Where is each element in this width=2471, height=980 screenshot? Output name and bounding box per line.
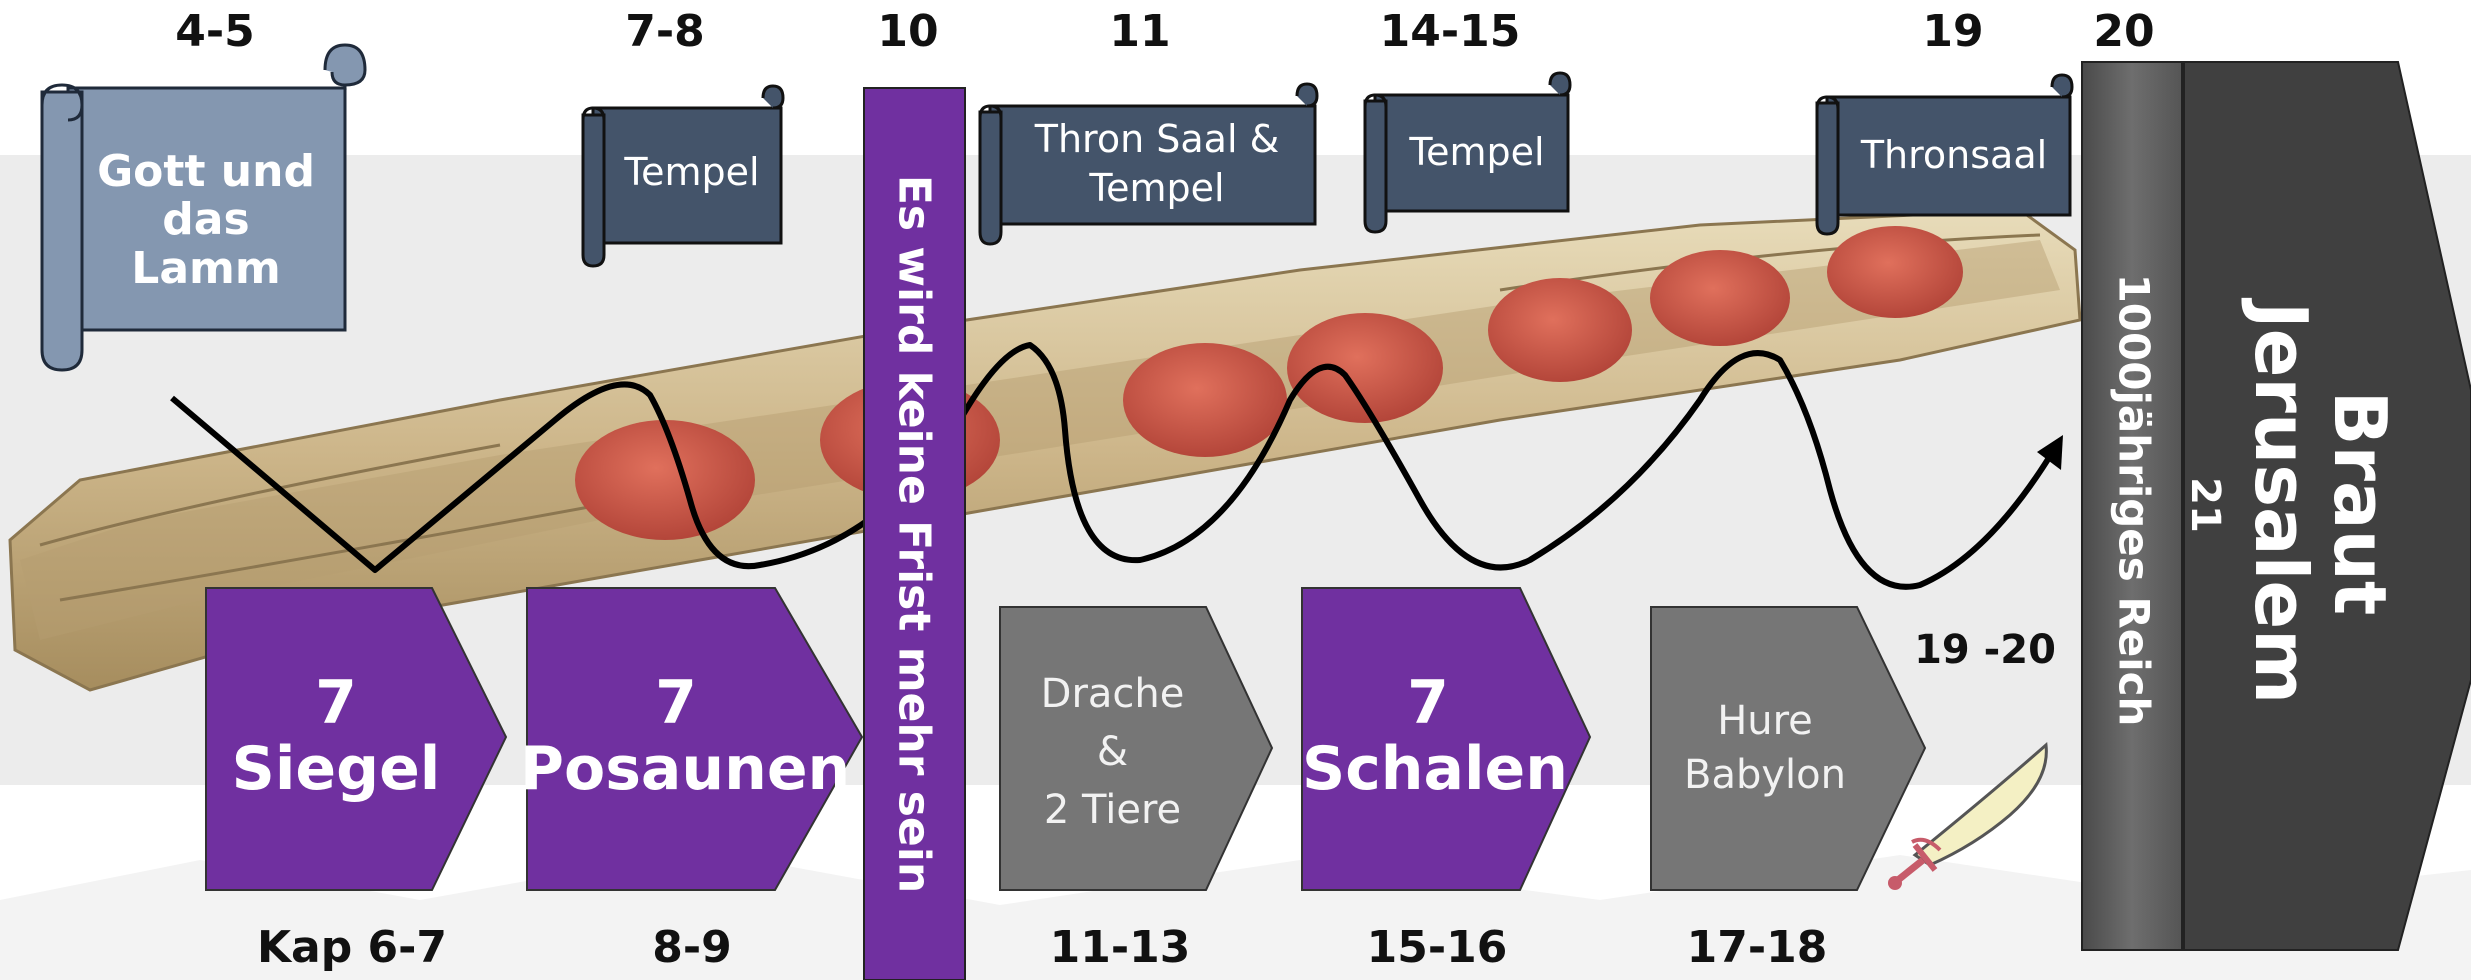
reich-block	[2081, 61, 2183, 951]
note-19-20: 19 -20	[1914, 627, 2056, 673]
seal	[1488, 278, 1632, 382]
scroll-banner-3	[978, 82, 1319, 246]
top-chapter: 11	[1109, 6, 1171, 57]
path-arrowhead	[2037, 435, 2063, 470]
top-chapter: 4-5	[175, 6, 255, 57]
seal	[1827, 226, 1963, 318]
top-chapter: 20	[2093, 6, 2155, 57]
reich-text: 1000jähriges Reich	[2109, 273, 2159, 727]
scroll-label-tempel: Tempel	[624, 150, 760, 194]
bottom-chapter: 15-16	[1366, 922, 1508, 973]
scroll-banner-1	[40, 43, 367, 372]
bottom-chapter: 8-9	[652, 922, 732, 973]
arrow-siegel	[205, 587, 508, 891]
seal	[1287, 313, 1443, 423]
frist-text: Es wird keine Frist mehr sein	[888, 174, 940, 894]
frist-bar	[863, 87, 966, 980]
bottom-chapter: 17-18	[1686, 922, 1828, 973]
top-chapter: 10	[877, 6, 939, 57]
scroll-label-thron: Thron Saal &Tempel	[1034, 117, 1280, 211]
seal	[575, 420, 755, 540]
timeline-path	[170, 342, 2058, 590]
top-chapter: 7-8	[625, 6, 705, 57]
top-chapter: 19	[1922, 6, 1984, 57]
braut-arrow	[2183, 61, 2471, 951]
bottom-chapter: 11-13	[1049, 922, 1191, 973]
seal	[1123, 343, 1287, 457]
bottom-chapter: Kap 6-7	[256, 922, 448, 973]
arrow-posaunen	[526, 587, 864, 891]
arrow-schalen	[1301, 587, 1592, 891]
seal	[1650, 250, 1790, 346]
arrow-drache	[999, 606, 1274, 891]
scroll-label-thronsaal: Thronsaal	[1860, 133, 2048, 177]
scroll-label-tempel-2: Tempel	[1409, 130, 1545, 174]
arrow-babylon	[1650, 606, 1927, 891]
scroll-banner-5	[1815, 73, 2074, 236]
reich-chapter: 21	[2182, 477, 2228, 533]
sword-icon	[1888, 741, 2048, 890]
top-chapter: 14-15	[1379, 6, 1521, 57]
scroll-banner-4	[1363, 71, 1572, 234]
arrow-label-drache: Drache&2 Tiere	[1040, 671, 1185, 833]
scroll-banner-2	[581, 84, 785, 268]
